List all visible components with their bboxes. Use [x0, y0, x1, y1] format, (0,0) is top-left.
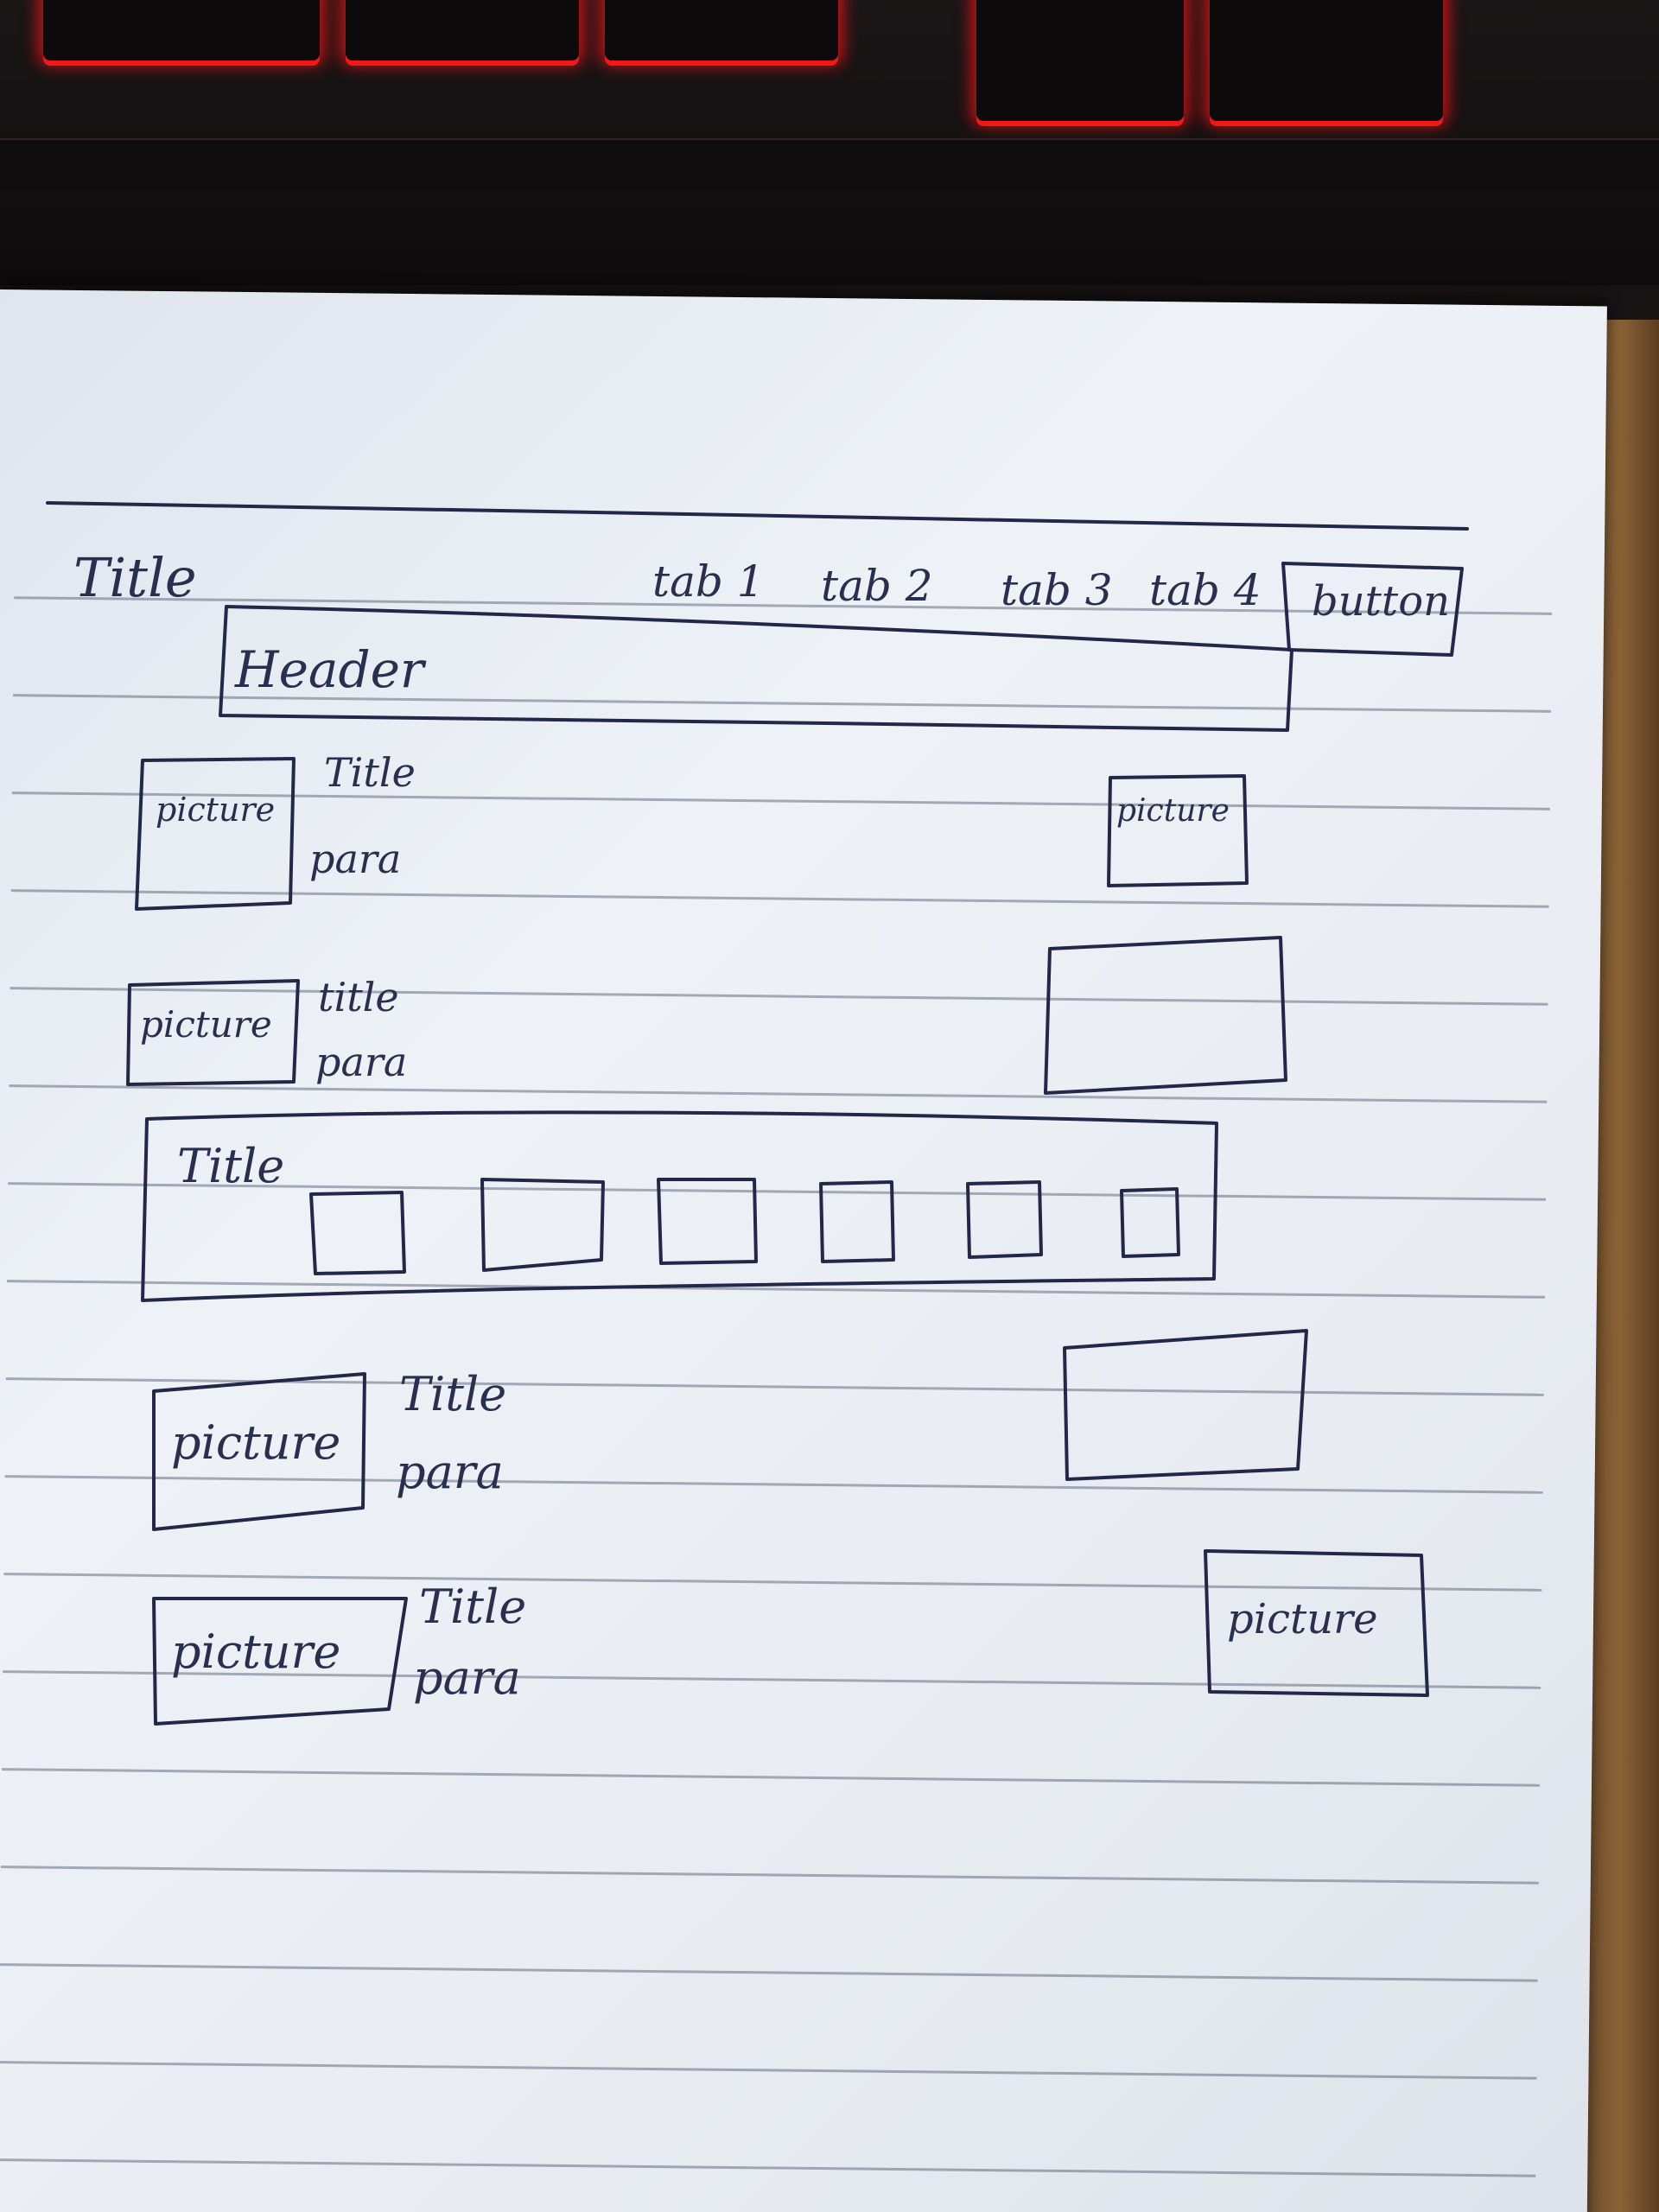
row-3-title: Title — [399, 1367, 506, 1421]
row-2-side-picture-outline — [1044, 936, 1287, 1095]
keyboard-key — [976, 0, 1184, 121]
row-1-title: Title — [324, 749, 416, 796]
row-1-para: para — [309, 836, 401, 882]
gallery-thumbnail[interactable] — [966, 1180, 1043, 1259]
gallery-outline — [141, 1110, 1218, 1302]
nav-button-label[interactable]: button — [1312, 577, 1450, 626]
top-divider-line — [46, 501, 1469, 531]
row-4-para: para — [413, 1650, 521, 1705]
keyboard-key — [605, 0, 838, 60]
keyboard-key — [1210, 0, 1443, 121]
row-4-title: Title — [419, 1580, 526, 1634]
row-4-side-picture-outline — [1204, 1549, 1429, 1697]
header-outline — [219, 605, 1294, 732]
nav-button-outline[interactable] — [1281, 562, 1464, 657]
row-3-para: para — [396, 1445, 504, 1499]
row-3-side-picture-outline — [1063, 1329, 1308, 1481]
row-3-picture-outline — [152, 1372, 366, 1531]
site-title: Title — [73, 546, 197, 609]
row-1-picture-label: picture — [156, 791, 275, 829]
row-4-side-picture-label: picture — [1227, 1595, 1378, 1643]
row-1-picture-outline — [135, 757, 296, 911]
keyboard-key — [346, 0, 579, 60]
nav-tab-2[interactable]: tab 2 — [821, 561, 933, 611]
gallery-thumbnail[interactable] — [480, 1178, 605, 1272]
nav-tab-4[interactable]: tab 4 — [1149, 565, 1262, 615]
gallery-thumbnail[interactable] — [309, 1191, 406, 1275]
keyboard-edge — [0, 138, 1659, 192]
nav-tab-1[interactable]: tab 1 — [652, 556, 765, 607]
keyboard-key — [43, 0, 320, 60]
gallery-thumbnail[interactable] — [657, 1178, 758, 1265]
nav-tab-3[interactable]: tab 3 — [1001, 565, 1113, 615]
gallery-thumbnail[interactable] — [1120, 1187, 1180, 1258]
row-1-side-picture-outline — [1107, 774, 1249, 887]
row-2-picture-label: picture — [140, 1003, 272, 1046]
row-2-para: para — [315, 1039, 407, 1085]
row-4-picture-label: picture — [171, 1624, 340, 1679]
keyboard — [0, 0, 1659, 285]
gallery-thumbnail[interactable] — [819, 1180, 895, 1263]
row-3-picture-label: picture — [171, 1415, 340, 1470]
row-2-picture-outline — [126, 979, 300, 1086]
row-2-title: title — [318, 974, 399, 1020]
gallery-title: Title — [177, 1139, 284, 1193]
row-1-side-picture-label: picture — [1116, 793, 1230, 829]
header-label: Header — [234, 640, 427, 699]
row-4-picture-outline — [152, 1597, 408, 1726]
